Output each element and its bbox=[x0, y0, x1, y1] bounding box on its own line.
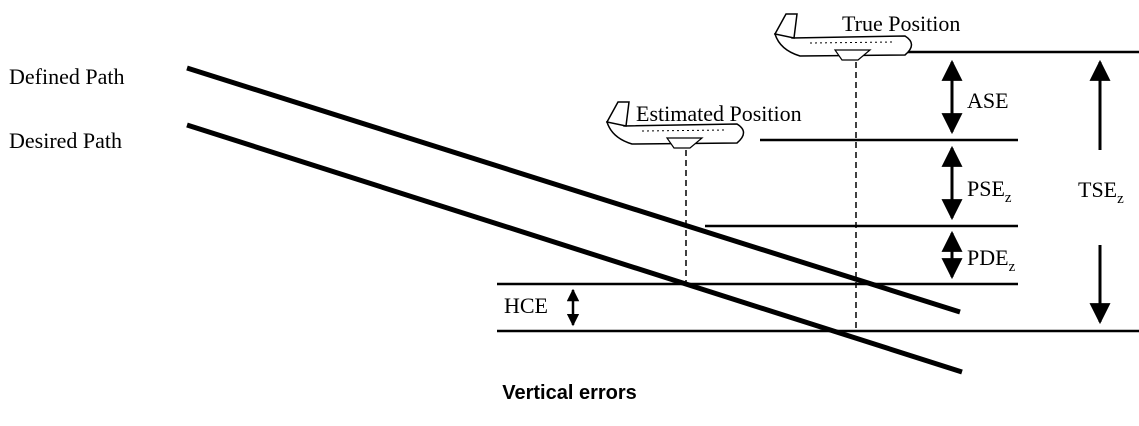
defined-path-line bbox=[186, 65, 961, 315]
hce-label: HCE bbox=[504, 293, 548, 318]
ase-label: ASE bbox=[967, 88, 1009, 113]
estimated-position-label: Estimated Position bbox=[636, 101, 802, 126]
defined-path-label: Defined Path bbox=[9, 64, 124, 89]
tse-label: TSEz bbox=[1078, 177, 1124, 207]
diagram-caption: Vertical errors bbox=[502, 382, 637, 404]
true-position-airplane-icon bbox=[773, 13, 913, 61]
desired-path-label: Desired Path bbox=[9, 128, 122, 153]
pde-label: PDEz bbox=[967, 245, 1016, 275]
estimated-position-airplane-icon bbox=[605, 101, 745, 149]
pse-label: PSEz bbox=[967, 176, 1012, 206]
desired-path-line bbox=[186, 122, 963, 375]
true-position-label: True Position bbox=[842, 11, 960, 36]
